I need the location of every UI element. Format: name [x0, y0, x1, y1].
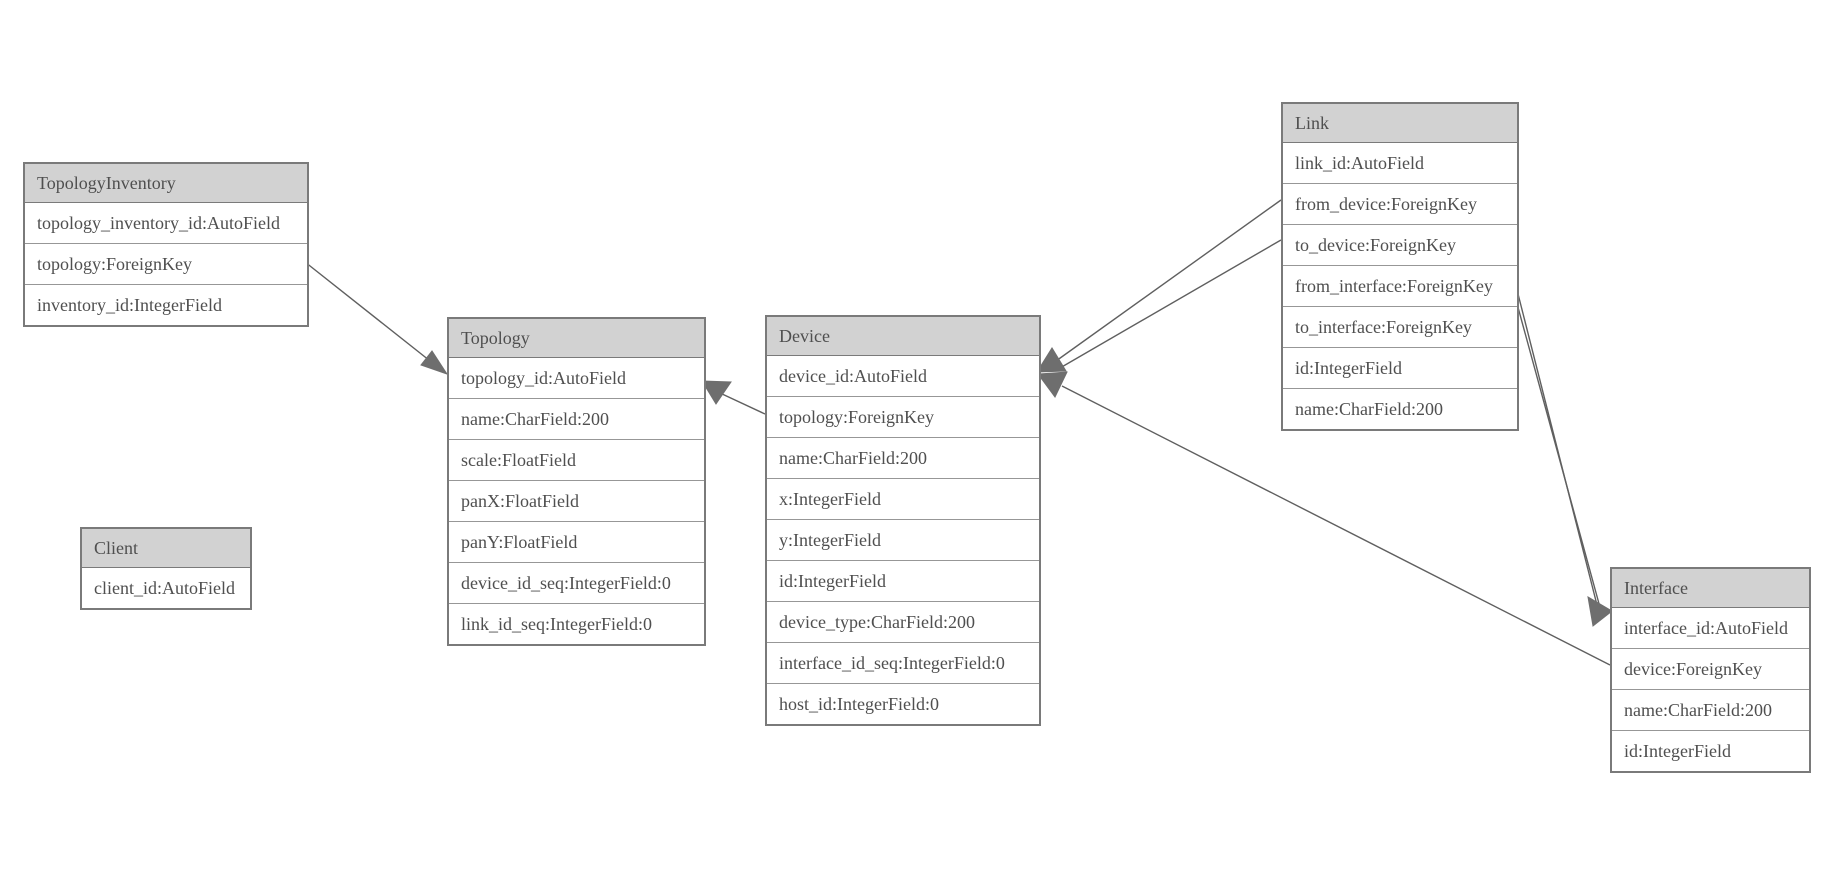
relation-line-link-from-interface-fk: [1515, 285, 1598, 606]
field-label: link_id:AutoField: [1295, 152, 1425, 173]
entity-field-row: to_device:ForeignKey: [1283, 224, 1517, 265]
entity-header-link: Link: [1283, 104, 1517, 143]
field-label: x:IntegerField: [779, 488, 881, 509]
field-label: name:CharField:200: [1295, 398, 1443, 419]
relation-line-device-topology-fk: [719, 392, 766, 415]
entity-table-device: Device device_id:AutoField topology:Fore…: [765, 315, 1041, 726]
field-label: client_id:AutoField: [94, 577, 235, 598]
arrowhead-into-device-lower: [1037, 371, 1068, 398]
arrowhead-into-topology-right: [701, 380, 732, 405]
field-label: interface_id_seq:IntegerField:0: [779, 652, 1005, 673]
field-label: inventory_id:IntegerField: [37, 294, 222, 315]
field-label: to_device:ForeignKey: [1295, 234, 1456, 255]
entity-field-row: to_interface:ForeignKey: [1283, 306, 1517, 347]
entity-field-row: device_id_seq:IntegerField:0: [449, 562, 704, 603]
entity-field-row: link_id:AutoField: [1283, 143, 1517, 183]
field-label: name:CharField:200: [1624, 699, 1772, 720]
entity-table-topologyinventory: TopologyInventory topology_inventory_id:…: [23, 162, 309, 327]
entity-field-row: topology_id:AutoField: [449, 358, 704, 398]
entity-field-row: topology:ForeignKey: [767, 396, 1039, 437]
field-label: topology_inventory_id:AutoField: [37, 212, 280, 233]
field-label: to_interface:ForeignKey: [1295, 316, 1472, 337]
entity-field-row: interface_id_seq:IntegerField:0: [767, 642, 1039, 683]
entity-table-topology: Topology topology_id:AutoField name:Char…: [447, 317, 706, 646]
entity-header-client: Client: [82, 529, 250, 568]
entity-field-row: x:IntegerField: [767, 478, 1039, 519]
entity-field-row: device:ForeignKey: [1612, 648, 1809, 689]
field-label: interface_id:AutoField: [1624, 617, 1788, 638]
entity-title: Link: [1295, 112, 1329, 133]
field-label: panY:FloatField: [461, 531, 578, 552]
entity-field-row: link_id_seq:IntegerField:0: [449, 603, 704, 644]
field-label: name:CharField:200: [461, 408, 609, 429]
field-label: topology:ForeignKey: [779, 406, 934, 427]
field-label: from_device:ForeignKey: [1295, 193, 1477, 214]
field-label: device_id:AutoField: [779, 365, 927, 386]
entity-field-row: interface_id:AutoField: [1612, 608, 1809, 648]
entity-field-row: topology_inventory_id:AutoField: [25, 203, 307, 243]
entity-field-row: device_type:CharField:200: [767, 601, 1039, 642]
field-label: device_type:CharField:200: [779, 611, 975, 632]
entity-field-row: id:IntegerField: [1283, 347, 1517, 388]
entity-field-row: host_id:IntegerField:0: [767, 683, 1039, 724]
entity-header-topologyinventory: TopologyInventory: [25, 164, 307, 203]
entity-title: Device: [779, 325, 830, 346]
field-label: device_id_seq:IntegerField:0: [461, 572, 671, 593]
arrowhead-into-topology-left: [420, 350, 449, 375]
entity-field-row: name:CharField:200: [1612, 689, 1809, 730]
field-label: topology_id:AutoField: [461, 367, 627, 388]
field-label: from_interface:ForeignKey: [1295, 275, 1493, 296]
field-label: id:IntegerField: [1624, 740, 1731, 761]
entity-table-client: Client client_id:AutoField: [80, 527, 252, 610]
field-label: panX:FloatField: [461, 490, 579, 511]
relation-line-link-to-interface-fk: [1515, 299, 1602, 612]
entity-header-device: Device: [767, 317, 1039, 356]
relation-line-topologyinventory-topology-fk: [304, 261, 445, 373]
entity-field-row: panY:FloatField: [449, 521, 704, 562]
field-label: name:CharField:200: [779, 447, 927, 468]
entity-header-topology: Topology: [449, 319, 704, 358]
field-label: id:IntegerField: [1295, 357, 1402, 378]
entity-field-row: name:CharField:200: [767, 437, 1039, 478]
entity-field-row: id:IntegerField: [767, 560, 1039, 601]
relation-line-link-to-device-fk: [1059, 239, 1282, 369]
arrowhead-into-device-upper: [1036, 347, 1067, 373]
field-label: id:IntegerField: [779, 570, 886, 591]
entity-field-row: name:CharField:200: [1283, 388, 1517, 429]
entity-field-row: client_id:AutoField: [82, 568, 250, 608]
entity-field-row: from_interface:ForeignKey: [1283, 265, 1517, 306]
entity-field-row: inventory_id:IntegerField: [25, 284, 307, 325]
field-label: host_id:IntegerField:0: [779, 693, 939, 714]
entity-table-link: Link link_id:AutoField from_device:Forei…: [1281, 102, 1519, 431]
entity-table-interface: Interface interface_id:AutoField device:…: [1610, 567, 1811, 773]
field-label: y:IntegerField: [779, 529, 881, 550]
entity-field-row: from_device:ForeignKey: [1283, 183, 1517, 224]
entity-title: Interface: [1624, 577, 1688, 598]
entity-title: TopologyInventory: [37, 172, 176, 193]
entity-field-row: panX:FloatField: [449, 480, 704, 521]
entity-field-row: device_id:AutoField: [767, 356, 1039, 396]
entity-field-row: name:CharField:200: [449, 398, 704, 439]
entity-field-row: scale:FloatField: [449, 439, 704, 480]
field-label: scale:FloatField: [461, 449, 576, 470]
field-label: link_id_seq:IntegerField:0: [461, 613, 652, 634]
field-label: topology:ForeignKey: [37, 253, 192, 274]
relation-line-interface-device-fk: [1061, 385, 1611, 666]
field-label: device:ForeignKey: [1624, 658, 1762, 679]
entity-field-row: id:IntegerField: [1612, 730, 1809, 771]
relation-line-link-from-device-fk: [1055, 199, 1282, 362]
entity-title: Topology: [461, 327, 530, 348]
entity-field-row: topology:ForeignKey: [25, 243, 307, 284]
entity-title: Client: [94, 537, 138, 558]
entity-header-interface: Interface: [1612, 569, 1809, 608]
entity-field-row: y:IntegerField: [767, 519, 1039, 560]
arrowhead-into-interface: [1587, 596, 1613, 627]
